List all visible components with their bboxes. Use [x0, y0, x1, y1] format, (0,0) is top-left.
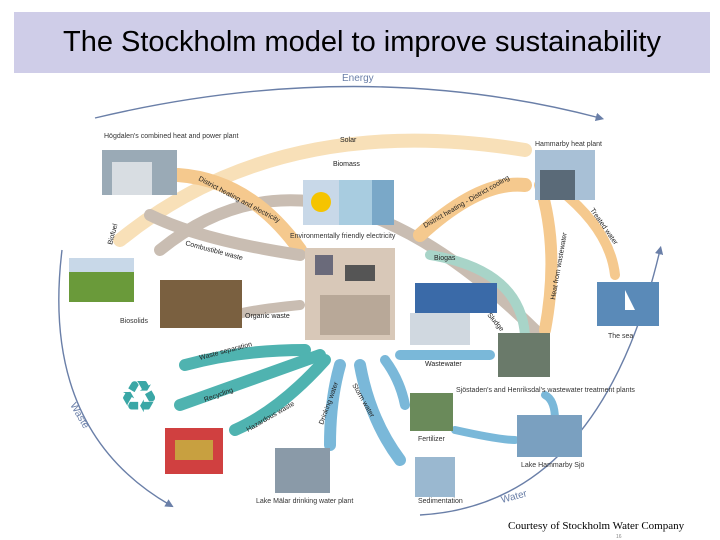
title-bar: The Stockholm model to improve sustainab… [14, 12, 710, 73]
waste-label: Waste [67, 401, 91, 431]
lake-water-arrow [451, 426, 519, 444]
biosolids-label: Biosolids [120, 318, 149, 325]
fertilizer-label: Fertilizer [418, 436, 446, 443]
combustible-waste-arrow [144, 209, 306, 261]
sedimentation-label: Sedimentation [418, 498, 463, 505]
organic-waste-label: Organic waste [245, 313, 290, 320]
energy-label: Energy [342, 73, 374, 84]
van-photo [410, 313, 470, 345]
energy-cycle-arc [94, 85, 605, 121]
recycling-arrow [174, 349, 326, 411]
hammarby-heat-photo [540, 170, 575, 200]
water-label: Water [500, 488, 529, 506]
bus-photo [415, 283, 497, 313]
wastewater-label: Wastewater [425, 361, 462, 368]
sedimentation-photo [415, 457, 455, 497]
district-cooling-label: District heating - District cooling [423, 175, 511, 230]
treatment-plant-photo [498, 333, 550, 377]
sjostaden-label: Sjöstaden's and Henriksdal's wastewater … [456, 387, 635, 394]
canal-photo [410, 393, 453, 431]
recycle-icon-box [115, 370, 163, 418]
recycle-icon: ♻ [119, 372, 158, 423]
district-cooling-arrow [413, 177, 532, 242]
malar-label: Lake Mälar drinking water plant [256, 498, 353, 505]
hammarby-heat-label: Hammarby heat plant [535, 141, 602, 148]
waste-separation-arrow [179, 344, 311, 371]
env-electricity-label: Environmentally friendly electricity [290, 233, 396, 240]
lake-label: Lake Hammarby Sjö [521, 462, 585, 469]
heat-from-wastewater-arrow [534, 179, 558, 336]
biofuel-arrow [113, 133, 532, 247]
wind-photo [339, 180, 372, 225]
solar-label: Solar [340, 137, 357, 144]
compost-photo [160, 280, 242, 328]
biogas-arrow [425, 250, 530, 340]
courtesy-credit: Courtesy of Stockholm Water Company [508, 520, 685, 532]
biomass-label: Biomass [333, 161, 360, 168]
biogas-label: Biogas [434, 255, 456, 262]
district-heating-arrow [171, 168, 307, 257]
hogdalen-label: Högdalen's combined heat and power plant [104, 133, 238, 140]
sludge-water-arrow [380, 355, 410, 410]
page-number: 16 [616, 534, 622, 540]
sun-icon [311, 192, 331, 212]
malar-plant-photo [275, 448, 330, 493]
lake-photo [517, 415, 582, 457]
waste-cycle-arc [58, 249, 174, 508]
hydro-photo [372, 180, 394, 225]
page-title: The Stockholm model to improve sustainab… [63, 26, 661, 58]
drinking-water-arrow [324, 359, 346, 451]
sludge-label: Sludge [485, 312, 504, 333]
sea-label: The sea [608, 333, 633, 340]
hazardous-waste-arrow [229, 354, 331, 436]
storm-water-arrow [354, 359, 406, 466]
